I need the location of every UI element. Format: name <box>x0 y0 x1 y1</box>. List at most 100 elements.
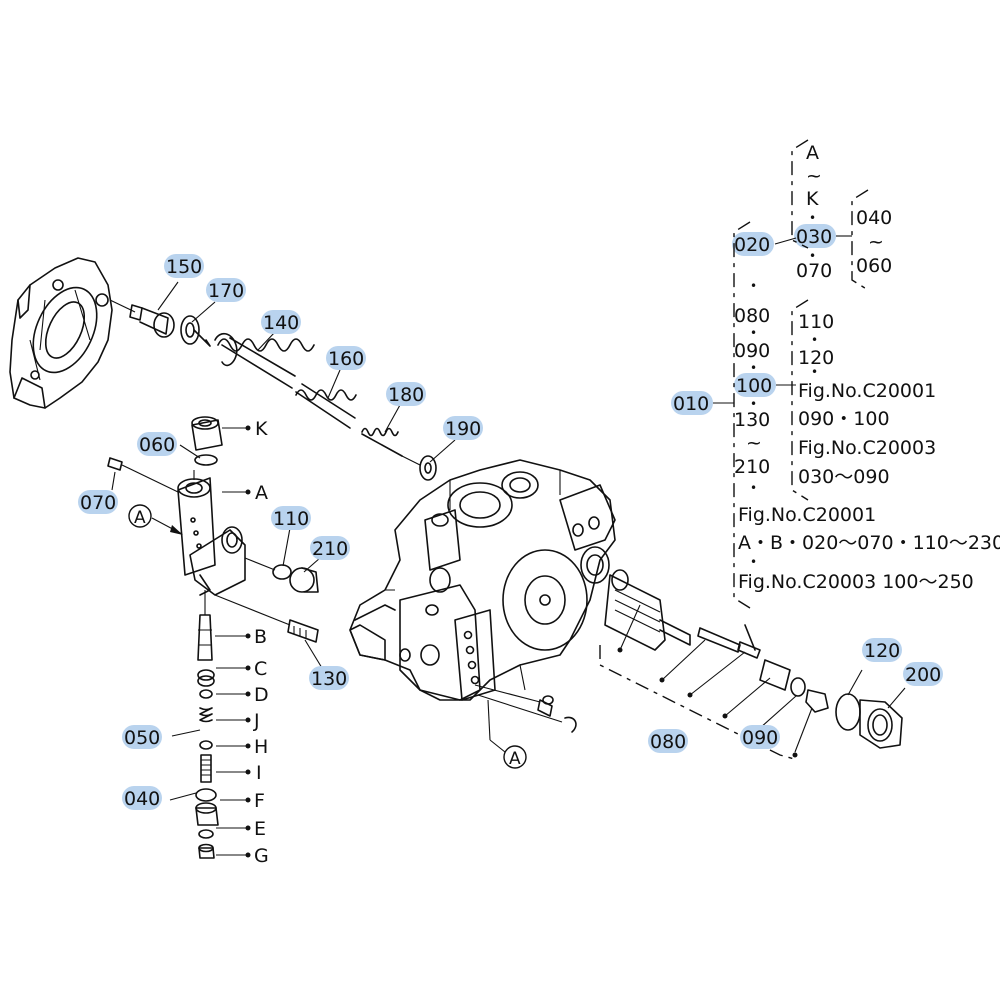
letter-H: H <box>254 736 268 758</box>
spring-160 <box>295 383 357 429</box>
callout-200[interactable]: 200 <box>905 664 941 686</box>
callout-120[interactable]: 120 <box>864 640 900 662</box>
valve-body-a <box>177 470 246 596</box>
tree-tilde2: ~ <box>868 231 884 253</box>
tree-090-100: 090・100 <box>798 408 890 430</box>
tree-dot7: • <box>811 333 818 347</box>
callout-numbers: 150 170 140 160 180 190 060 070 110 210 … <box>80 256 941 810</box>
callout-110[interactable]: 110 <box>273 508 309 530</box>
nut-f <box>195 802 219 826</box>
tree-100[interactable]: 100 <box>736 375 772 397</box>
leader-lines <box>111 281 906 856</box>
letter-F: F <box>254 790 265 812</box>
main-housing <box>349 459 616 701</box>
letter-J: J <box>253 710 260 732</box>
letter-A: A <box>255 482 268 504</box>
small-pins <box>474 684 577 733</box>
spool-b <box>197 590 213 661</box>
tree-A: A <box>806 142 819 164</box>
callout-070[interactable]: 070 <box>80 492 116 514</box>
callout-150[interactable]: 150 <box>166 256 202 278</box>
tree-dot9: • <box>750 555 757 569</box>
letter-labels: K A B C D J H I F E G <box>253 418 269 867</box>
tree-090: 090 <box>734 340 770 362</box>
letter-K: K <box>255 418 268 440</box>
view-marker-left: A <box>128 504 152 528</box>
callout-210[interactable]: 210 <box>312 538 348 560</box>
callout-130[interactable]: 130 <box>311 668 347 690</box>
pin-070 <box>107 457 179 493</box>
tree-030-090: 030～090 <box>798 466 890 488</box>
tree-060: 060 <box>856 255 892 277</box>
view-marker-right: A <box>503 745 527 769</box>
callout-050[interactable]: 050 <box>124 727 160 749</box>
oring-060 <box>194 454 218 466</box>
tree-030[interactable]: 030 <box>796 226 832 248</box>
plug-210 <box>289 567 319 593</box>
view-a-arrow-left <box>151 517 183 535</box>
seat-c <box>197 669 215 687</box>
tree-dot2: • <box>750 279 757 293</box>
shim-190 <box>401 455 437 481</box>
tree-020[interactable]: 020 <box>734 234 770 256</box>
callout-highlights <box>78 224 943 810</box>
piston-150 <box>109 299 175 338</box>
spring-140 <box>214 332 315 389</box>
spring-j <box>199 707 213 723</box>
callout-170[interactable]: 170 <box>208 280 244 302</box>
tree-dot8: • <box>811 365 818 379</box>
tree-fig1b: Fig.No.C20001 <box>738 504 876 526</box>
tree-dot3: • <box>750 326 757 340</box>
tree-080: 080 <box>734 305 770 327</box>
oring-110 <box>244 557 292 580</box>
tree-dot5: • <box>750 397 757 411</box>
group-080-dashline <box>599 645 799 761</box>
callout-180[interactable]: 180 <box>388 384 424 406</box>
tree-dot-b: • <box>809 249 816 263</box>
view-a-arrow-right <box>487 699 506 753</box>
letter-C: C <box>254 658 267 680</box>
tree-110: 110 <box>798 311 834 333</box>
callout-160[interactable]: 160 <box>328 348 364 370</box>
tree-tilde3: ~ <box>746 432 762 454</box>
svg-text:A: A <box>134 508 146 528</box>
plug-k <box>191 416 223 451</box>
ring-h <box>199 740 213 750</box>
spring-180 <box>361 427 403 457</box>
letter-G: G <box>254 845 269 867</box>
tree-K: K <box>806 188 819 210</box>
nut-g <box>198 843 215 859</box>
letter-I: I <box>256 762 262 784</box>
callout-040[interactable]: 040 <box>124 788 160 810</box>
tree-dot4: • <box>750 361 757 375</box>
tree-ab-range: A・B・020～070・110～230 <box>738 532 1000 554</box>
letter-D: D <box>254 684 269 706</box>
callout-080[interactable]: 080 <box>650 731 686 753</box>
callout-190[interactable]: 190 <box>445 418 481 440</box>
tree-dot6: • <box>750 481 757 495</box>
oring-040 <box>195 788 217 802</box>
valve-080 <box>604 569 903 749</box>
tree-fig3b: Fig.No.C20003 100～250 <box>738 571 974 593</box>
tree-120: 120 <box>798 347 834 369</box>
tree-fig3: Fig.No.C20003 <box>798 437 936 459</box>
reference-tree: A ~ K • 020 030 • 070 040 ~ 060 • 080 • … <box>673 139 1000 609</box>
end-cover <box>9 257 113 409</box>
pointer-dots <box>245 425 798 858</box>
callout-060[interactable]: 060 <box>139 434 175 456</box>
tree-070: 070 <box>796 260 832 282</box>
callout-140[interactable]: 140 <box>263 312 299 334</box>
tree-010[interactable]: 010 <box>673 393 709 415</box>
tree-210: 210 <box>734 456 770 478</box>
washer-e <box>198 829 214 839</box>
tree-dot1: • <box>809 211 816 225</box>
svg-text:A: A <box>509 749 521 769</box>
washer-d <box>199 689 213 699</box>
callout-090[interactable]: 090 <box>742 727 778 749</box>
tree-040: 040 <box>856 207 892 229</box>
tree-fig1: Fig.No.C20001 <box>798 380 936 402</box>
seat-170 <box>180 315 211 347</box>
plug-130 <box>214 594 319 643</box>
screw-i <box>200 754 212 783</box>
